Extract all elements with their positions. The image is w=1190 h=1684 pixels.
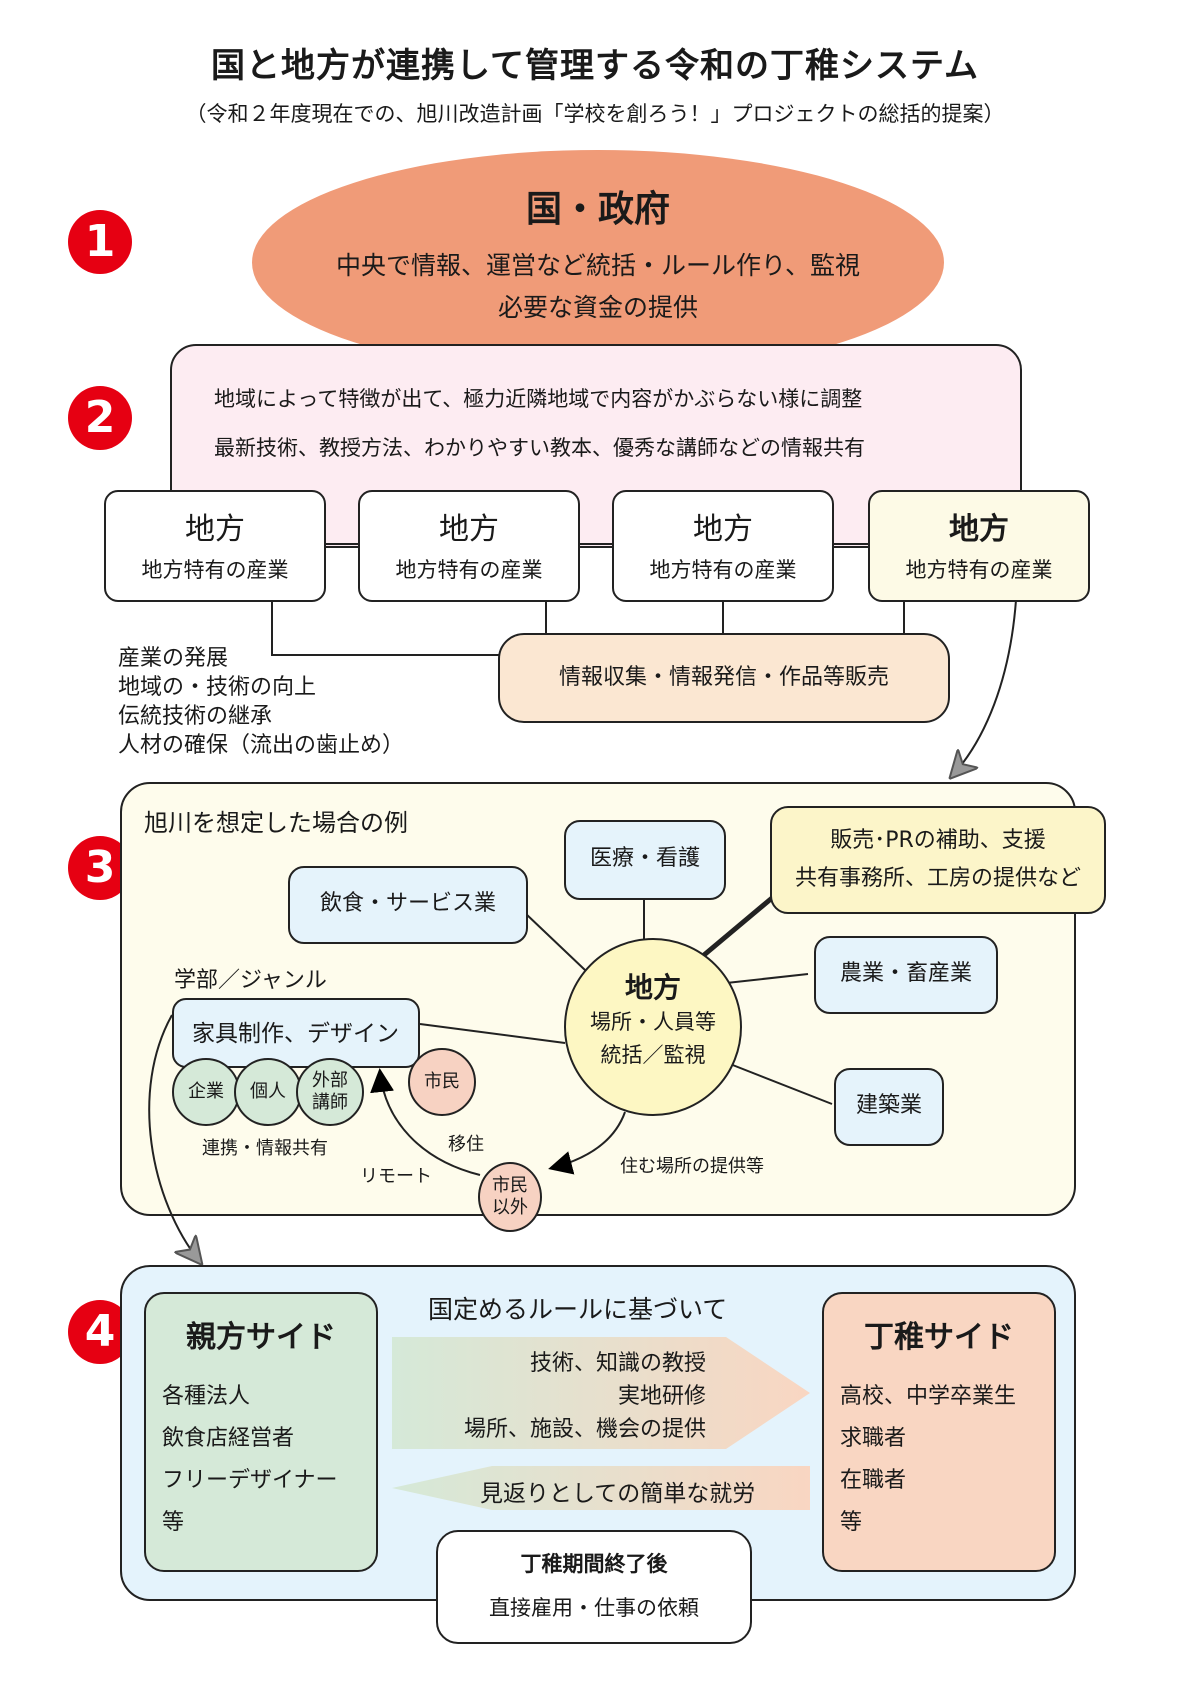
give-item: 場所、施設、機会の提供 [463, 1417, 706, 1442]
apprentice-side-box: 丁稚サイド 高校、中学卒業生 求職者 在職者 等 [822, 1292, 1056, 1572]
region-card-4-highlighted[interactable]: 地方 地方特有の産業 [868, 490, 1090, 602]
citizen-circle: 市民 [408, 1048, 476, 1116]
region-subtitle: 地方特有の産業 [905, 558, 1053, 582]
info-hub-box: 情報収集・情報発信・作品等販売 [498, 633, 950, 723]
gives-arrow-right [392, 1337, 810, 1449]
give-item: 技術、知識の教授 [529, 1351, 706, 1376]
support-box: 販売･PRの補助、支援 共有事務所、工房の提供など [770, 806, 1106, 914]
step-badge-1: 1 [68, 210, 132, 274]
relocate-label: 移住 [448, 1134, 484, 1155]
region-subtitle: 地方特有の産業 [141, 558, 289, 582]
center-title: 地方 [624, 971, 681, 1004]
partner-company: 企業 [172, 1058, 240, 1126]
region-card-1[interactable]: 地方 地方特有の産業 [104, 490, 326, 602]
support-line-1: 販売･PRの補助、支援 [830, 828, 1046, 853]
non-citizen-circle: 市民以外 [478, 1162, 542, 1232]
give-item: 実地研修 [617, 1384, 706, 1409]
master-item: 各種法人 [162, 1384, 251, 1409]
after-detail: 直接雇用・仕事の依頼 [489, 1596, 699, 1620]
coordination-line-2: 最新技術、教授方法、わかりやすい教本、優秀な講師などの情報共有 [214, 436, 865, 460]
center-line-1: 場所・人員等 [590, 1010, 716, 1034]
coordination-line-1: 地域によって特徴が出て、極力近隣地域で内容がかぶらない様に調整 [214, 387, 863, 411]
remote-label: リモート [360, 1166, 432, 1187]
partners-caption: 連携・情報共有 [202, 1138, 328, 1159]
master-item: 飲食店経営者 [162, 1426, 295, 1451]
master-side-box: 親方サイド 各種法人 飲食店経営者 フリーデザイナー 等 [144, 1292, 378, 1572]
master-side-title: 親方サイド [186, 1320, 336, 1355]
returns-arrow-left [392, 1466, 810, 1510]
industry-medical[interactable]: 医療・看護 [564, 820, 726, 900]
government-line-2: 必要な資金の提供 [497, 293, 698, 322]
non-citizen-label: 市民以外 [492, 1175, 528, 1218]
genre-box[interactable]: 家具制作、デザイン [172, 998, 420, 1068]
benefit-item: 人材の確保（流出の歯止め） [118, 733, 405, 758]
apprentice-side-title: 丁稚サイド [864, 1320, 1014, 1355]
government-line-1: 中央で情報、運営など統括・ルール作り、監視 [335, 251, 860, 280]
master-item: 等 [162, 1510, 185, 1535]
region-subtitle: 地方特有の産業 [395, 558, 543, 582]
partner-individual: 個人 [234, 1058, 302, 1126]
region-subtitle: 地方特有の産業 [649, 558, 797, 582]
master-item: フリーデザイナー [162, 1468, 338, 1493]
apprentice-item: 在職者 [840, 1468, 907, 1493]
support-line-2: 共有事務所、工房の提供など [794, 866, 1081, 891]
apprentice-item: 求職者 [840, 1426, 907, 1451]
center-line-2: 統括／監視 [600, 1043, 706, 1067]
region-title: 地方 [439, 512, 499, 547]
center-region-circle: 地方 場所・人員等 統括／監視 [564, 938, 742, 1116]
benefit-item: 産業の発展 [118, 646, 229, 671]
government-title: 国・政府 [525, 189, 670, 230]
step-badge-2: 2 [68, 386, 132, 450]
apprentice-item: 等 [840, 1510, 863, 1535]
region-title: 地方 [185, 512, 245, 547]
region-card-2[interactable]: 地方 地方特有の産業 [358, 490, 580, 602]
region-title: 地方 [949, 512, 1009, 547]
partner-external-lecturer: 外部講師 [296, 1058, 364, 1126]
benefit-item: 地域の・技術の向上 [118, 675, 317, 700]
genre-label: 学部／ジャンル [174, 968, 327, 993]
after-apprenticeship-box: 丁稚期間終了後 直接雇用・仕事の依頼 [436, 1530, 752, 1644]
government-ellipse [252, 150, 944, 375]
region-card-3[interactable]: 地方 地方特有の産業 [612, 490, 834, 602]
after-title: 丁稚期間終了後 [520, 1552, 668, 1576]
benefit-item: 伝統技術の継承 [118, 704, 273, 729]
industry-food-service[interactable]: 飲食・サービス業 [288, 866, 528, 944]
page-subtitle: （令和２年度現在での、旭川改造計画「学校を創ろう！」プロジェクトの総括的提案） [185, 102, 1005, 126]
page-title: 国と地方が連携して管理する令和の丁稚システム [211, 46, 979, 86]
apprentice-item: 高校、中学卒業生 [840, 1384, 1017, 1409]
housing-label: 住む場所の提供等 [620, 1156, 764, 1177]
partner-external-lecturer-label: 外部講師 [312, 1070, 348, 1113]
returns-text: 見返りとしての簡単な就労 [480, 1481, 756, 1507]
region-title: 地方 [693, 512, 753, 547]
example-title: 旭川を想定した場合の例 [144, 809, 408, 837]
rule-text: 国定めるルールに基づいて [428, 1295, 728, 1324]
industry-construction[interactable]: 建築業 [834, 1068, 944, 1146]
benefits-list: 産業の発展 地域の・技術の向上 伝統技術の継承 人材の確保（流出の歯止め） [118, 644, 404, 760]
industry-agriculture[interactable]: 農業・畜産業 [814, 936, 998, 1014]
